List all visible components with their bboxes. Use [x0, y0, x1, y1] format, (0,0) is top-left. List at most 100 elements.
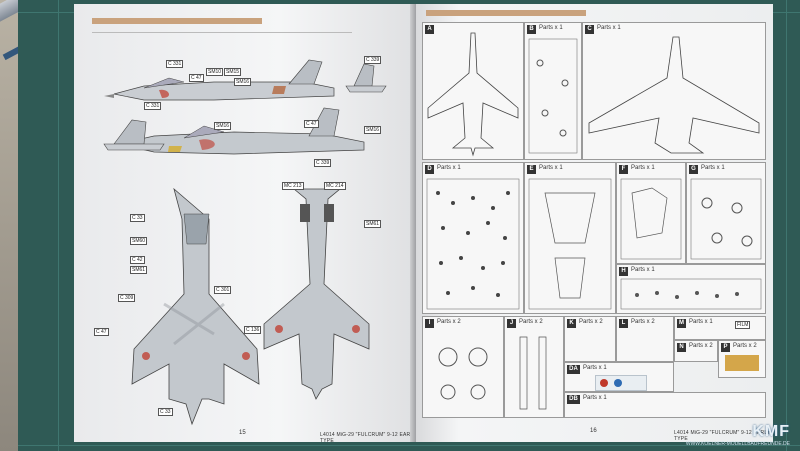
section-letter: D: [425, 165, 434, 174]
sprue-section: K Parts x 2: [564, 316, 616, 362]
callout-label: C 33: [130, 214, 145, 222]
section-title: Parts x 2: [689, 343, 713, 349]
sprue-drawing-j: [519, 336, 547, 410]
sprue-section: G Parts x 1: [686, 162, 766, 264]
right-footer: L4014 MiG-29 "FULCRUM" 9-12 EARLY TYPE: [674, 430, 771, 442]
left-notes: [92, 26, 352, 33]
right-header-strip: [426, 10, 586, 16]
section-letter: M: [677, 319, 686, 328]
decal-section: DB Parts x 1: [564, 392, 766, 418]
section-title: Parts x 2: [579, 319, 603, 325]
section-letter: L: [619, 319, 628, 328]
callout-label: C 309: [118, 294, 136, 302]
section-letter: E: [527, 165, 536, 174]
watermark-url: WWW.KOELNER-MODELLBAUFREUNDE.DE: [685, 441, 790, 447]
section-letter: K: [567, 319, 576, 328]
callout-label: C 33: [158, 408, 173, 416]
side-view-top: [104, 59, 335, 101]
callout-label: C 301: [214, 286, 232, 294]
sprue-section: H Parts x 1: [616, 264, 766, 314]
sprue-section: N Parts x 2: [674, 340, 718, 362]
callout-label: C 339: [314, 159, 332, 167]
callout-label: MC 214: [324, 182, 346, 190]
callout-label: SM61: [130, 266, 148, 274]
sprue-section: P Parts x 2: [718, 340, 766, 378]
decal-sheet: [595, 375, 647, 391]
callout-label: SM16: [364, 126, 382, 134]
left-page: C 331 SM10 SM16 C 47 SM15 C 331 C 339 SM…: [74, 4, 417, 444]
page-number-left: 15: [239, 430, 246, 436]
section-title: Parts x 2: [631, 319, 655, 325]
section-title: Parts x 1: [631, 165, 655, 171]
sprue-drawing-g: [690, 178, 762, 260]
callout-label: C 331: [166, 60, 184, 68]
section-title: Parts x 2: [437, 319, 461, 325]
section-letter: G: [689, 165, 698, 174]
section-title: Parts x 1: [597, 25, 621, 31]
section-title: Parts x 1: [539, 25, 563, 31]
section-title: Parts x 1: [539, 165, 563, 171]
watermark-logo: KMF: [752, 423, 790, 440]
sprue-section: J Parts x 2: [504, 316, 564, 418]
sprue-drawing-e: [528, 178, 612, 310]
section-title: Parts x 1: [583, 395, 607, 401]
photo-etch-fret: [725, 355, 759, 371]
section-letter: P: [721, 343, 730, 352]
callout-label: SM16: [214, 122, 232, 130]
section-letter: C: [585, 25, 594, 34]
callout-label: SM61: [364, 220, 382, 228]
section-letter: B: [527, 25, 536, 34]
side-view-bottom: [118, 107, 365, 155]
sprue-drawing-h: [620, 278, 762, 310]
callout-label: C 47: [189, 74, 204, 82]
plan-view-bottom: [263, 188, 370, 400]
instruction-booklet: C 331 SM10 SM16 C 47 SM15 C 331 C 339 SM…: [58, 4, 780, 446]
callout-label: C 339: [364, 56, 382, 64]
callout-label: MC 213: [282, 182, 304, 190]
section-title: Parts x 1: [583, 365, 607, 371]
callout-label: C 136: [244, 326, 262, 334]
sprue-section: I Parts x 2: [422, 316, 504, 418]
section-title: Parts x 1: [437, 165, 461, 171]
aircraft-drawings: [103, 59, 387, 426]
plan-view-top: [131, 187, 260, 426]
small-tail-view: [103, 119, 165, 151]
sprue-section: B Parts x 1: [524, 22, 582, 160]
callout-label: SM60: [130, 237, 148, 245]
sprue-drawing-b: [528, 38, 578, 154]
decal-section: DA Parts x 1: [564, 362, 674, 392]
sprue-section: M Parts x 1 FILM: [674, 316, 766, 340]
sprue-drawing-i: [438, 347, 488, 400]
callout-label: SM16: [234, 78, 252, 86]
section-letter: N: [677, 343, 686, 352]
sprue-section: E Parts x 1: [524, 162, 616, 314]
sprue-section: A: [422, 22, 524, 160]
sprue-drawing-a: [427, 32, 519, 157]
callout-label: SM15: [224, 68, 242, 76]
page-number-right: 16: [590, 428, 597, 434]
callout-label: C 42: [130, 256, 145, 264]
left-footer: L4014 MiG-29 "FULCRUM" 9-12 EARLY TYPE: [320, 432, 417, 444]
section-letter: DA: [567, 365, 580, 374]
sprue-drawing-f: [620, 178, 682, 260]
right-page: A B Parts x 1 C Parts x 1 D Part: [416, 4, 773, 442]
callout-label: C 47: [94, 328, 109, 336]
callout-label: SM10: [206, 68, 224, 76]
tail-view: [345, 63, 387, 93]
sprue-section: L Parts x 2: [616, 316, 674, 362]
sprue-drawing-d: [426, 178, 520, 310]
film-label: FILM: [735, 321, 751, 329]
section-title: Parts x 1: [631, 267, 655, 273]
callout-label: C 47: [304, 120, 319, 128]
section-title: Parts x 1: [701, 165, 725, 171]
sprue-section: D Parts x 1: [422, 162, 524, 314]
section-letter: I: [425, 319, 434, 328]
section-title: Parts x 2: [733, 343, 757, 349]
section-title: Parts x 1: [689, 319, 713, 325]
section-letter: J: [507, 319, 516, 328]
callout-label: C 331: [144, 102, 162, 110]
sprue-section: C Parts x 1: [582, 22, 766, 160]
section-letter: A: [425, 25, 434, 34]
section-letter: DB: [567, 395, 580, 404]
watermark: KMF WWW.KOELNER-MODELLBAUFREUNDE.DE: [686, 423, 790, 447]
